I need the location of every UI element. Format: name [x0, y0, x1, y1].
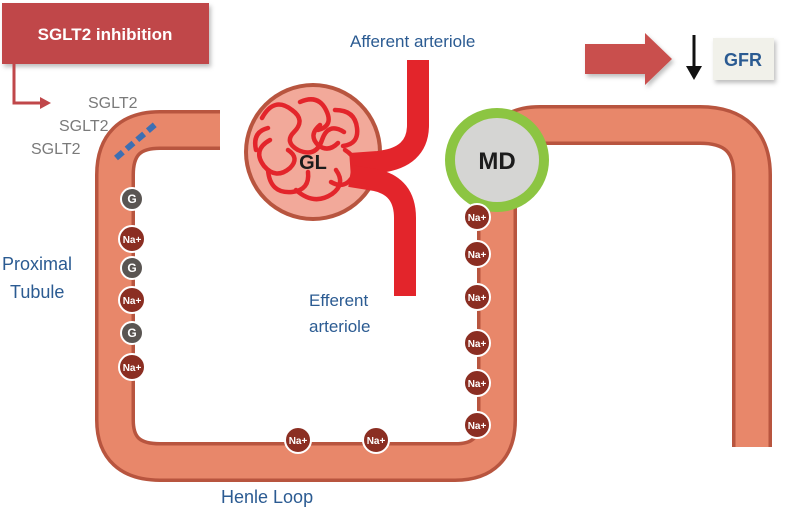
sodium-particle: Na+ [118, 353, 146, 381]
svg-text:Na+: Na+ [289, 436, 308, 447]
glomerulus-label: GL [299, 152, 327, 174]
sglt2-inhibition: SGLT2 inhibition [2, 3, 209, 109]
svg-text:Na+: Na+ [123, 235, 142, 246]
sglt2-label: SGLT2 [31, 141, 81, 158]
svg-text:G: G [127, 192, 136, 206]
gfr-block-arrow [585, 33, 672, 85]
particles: G Na+ G Na+ G Na+ Na+ Na+ Na+ Na+ Na+ Na+ Na+ Na+ [118, 187, 491, 454]
macula-densa: MD [445, 108, 549, 212]
glucose-particle: G [120, 321, 144, 345]
svg-text:Na+: Na+ [468, 421, 487, 432]
sglt2-labels: SGLT2 SGLT2 SGLT2 [31, 95, 138, 158]
efferent-arteriole [348, 165, 416, 296]
gfr-label: GFR [724, 50, 762, 70]
gfr-indicator: GFR [585, 33, 774, 85]
efferent-label-line2: arteriole [309, 317, 370, 336]
glomerulus: GL [244, 83, 382, 221]
glucose-particle: G [120, 187, 144, 211]
inhibition-label: SGLT2 inhibition [38, 25, 173, 44]
sodium-particle: Na+ [362, 426, 390, 454]
afferent-arteriole [349, 60, 429, 175]
sodium-particle: Na+ [463, 240, 491, 268]
sglt2-label: SGLT2 [59, 118, 109, 135]
svg-text:G: G [127, 326, 136, 340]
sodium-particle: Na+ [463, 411, 491, 439]
svg-text:Na+: Na+ [468, 379, 487, 390]
tubule [95, 105, 772, 482]
down-arrow-icon [686, 66, 702, 80]
sglt2-transporters [114, 119, 160, 161]
svg-text:Na+: Na+ [468, 213, 487, 224]
svg-text:Na+: Na+ [367, 436, 386, 447]
sodium-particle: Na+ [284, 426, 312, 454]
gfr-box [713, 38, 774, 80]
efferent-label-line1: Efferent [309, 291, 369, 310]
inhibition-arrow-line [12, 64, 40, 105]
inhibition-box [2, 3, 209, 64]
sglt2-label: SGLT2 [88, 95, 138, 112]
svg-text:Na+: Na+ [468, 293, 487, 304]
proximal-label-line2: Tubule [10, 282, 64, 302]
sodium-particle: Na+ [118, 225, 146, 253]
afferent-label: Afferent arteriole [350, 32, 475, 51]
henle-loop-label: Henle Loop [221, 487, 313, 507]
svg-text:Na+: Na+ [123, 296, 142, 307]
sodium-particle: Na+ [463, 369, 491, 397]
sodium-particle: Na+ [118, 286, 146, 314]
glucose-particle: G [120, 256, 144, 280]
svg-text:G: G [127, 261, 136, 275]
svg-text:Na+: Na+ [468, 339, 487, 350]
inhibition-arrow-head [40, 97, 51, 109]
sodium-particle: Na+ [463, 203, 491, 231]
sodium-particle: Na+ [463, 329, 491, 357]
sodium-particle: Na+ [463, 283, 491, 311]
svg-text:Na+: Na+ [123, 363, 142, 374]
svg-text:Na+: Na+ [468, 250, 487, 261]
proximal-label-line1: Proximal [2, 254, 72, 274]
macula-densa-label: MD [478, 148, 515, 175]
